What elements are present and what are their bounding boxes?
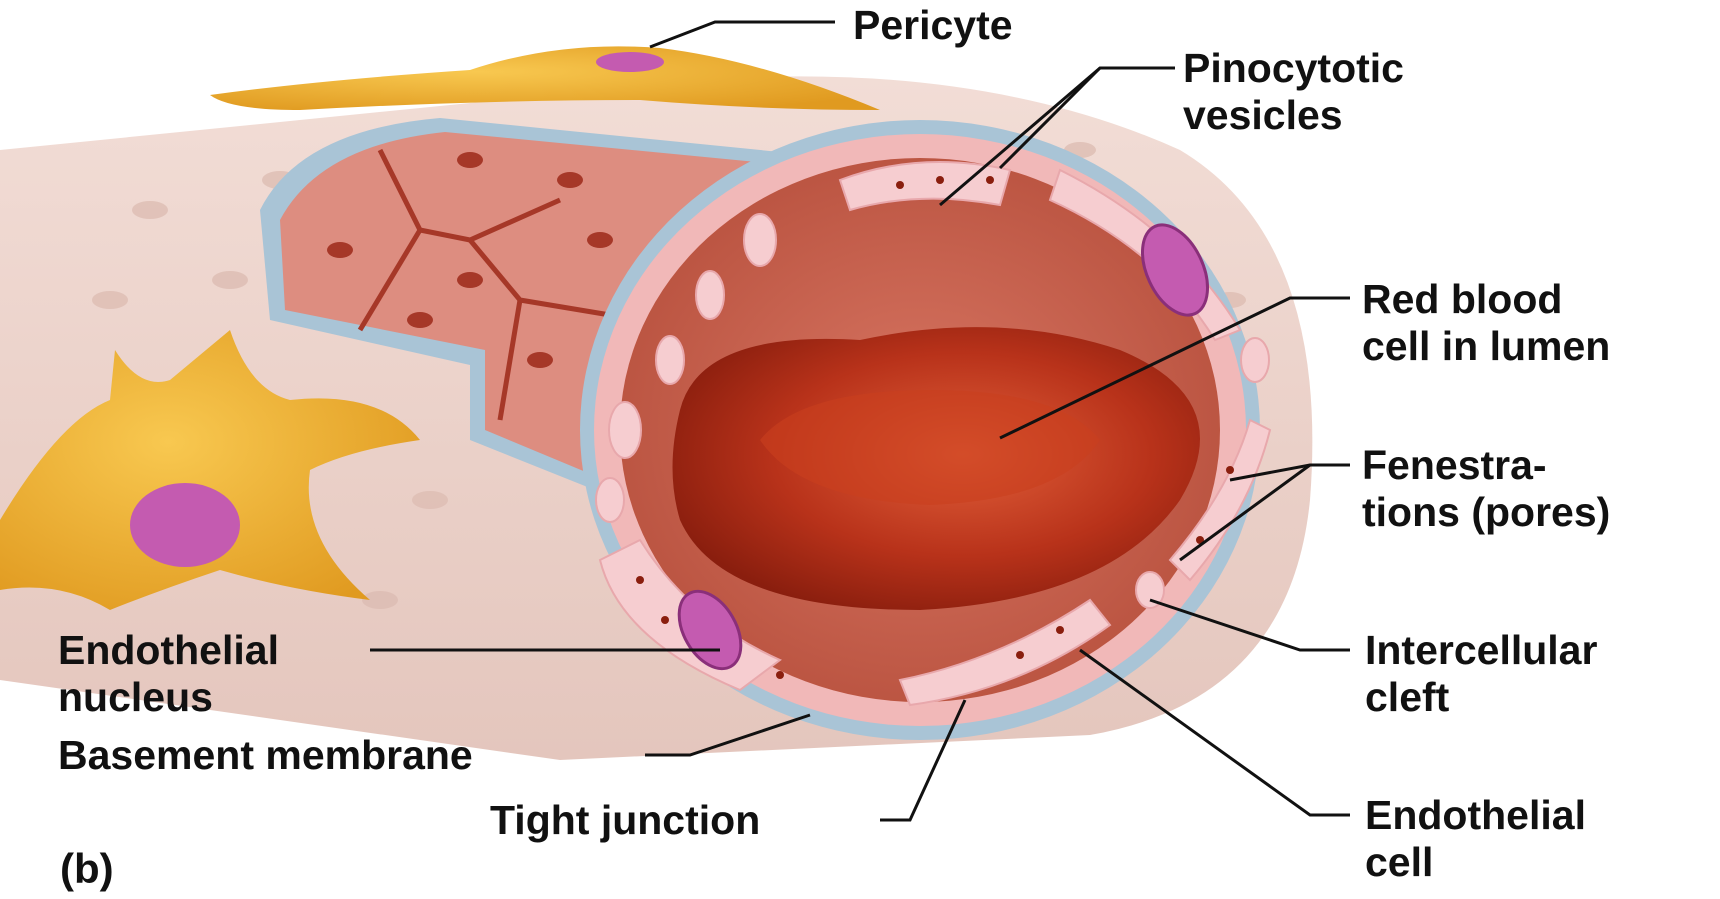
panel-label: (b) (60, 845, 114, 892)
label-fenestrations: Fenestra- tions (pores) (1362, 442, 1610, 536)
label-red-blood-cell: Red blood cell in lumen (1362, 276, 1610, 370)
label-pericyte: Pericyte (853, 2, 1013, 49)
label-intercellular-cleft: Intercellular cleft (1365, 627, 1597, 721)
label-endothelial-cell: Endothelial cell (1365, 792, 1586, 886)
label-basement-membrane: Basement membrane (58, 732, 473, 779)
pericyte-top (210, 46, 880, 110)
label-endothelial-nucleus: Endothelial nucleus (58, 627, 279, 721)
label-tight-junction: Tight junction (490, 797, 760, 844)
label-pinocytotic-vesicles: Pinocytotic vesicles (1183, 45, 1404, 139)
